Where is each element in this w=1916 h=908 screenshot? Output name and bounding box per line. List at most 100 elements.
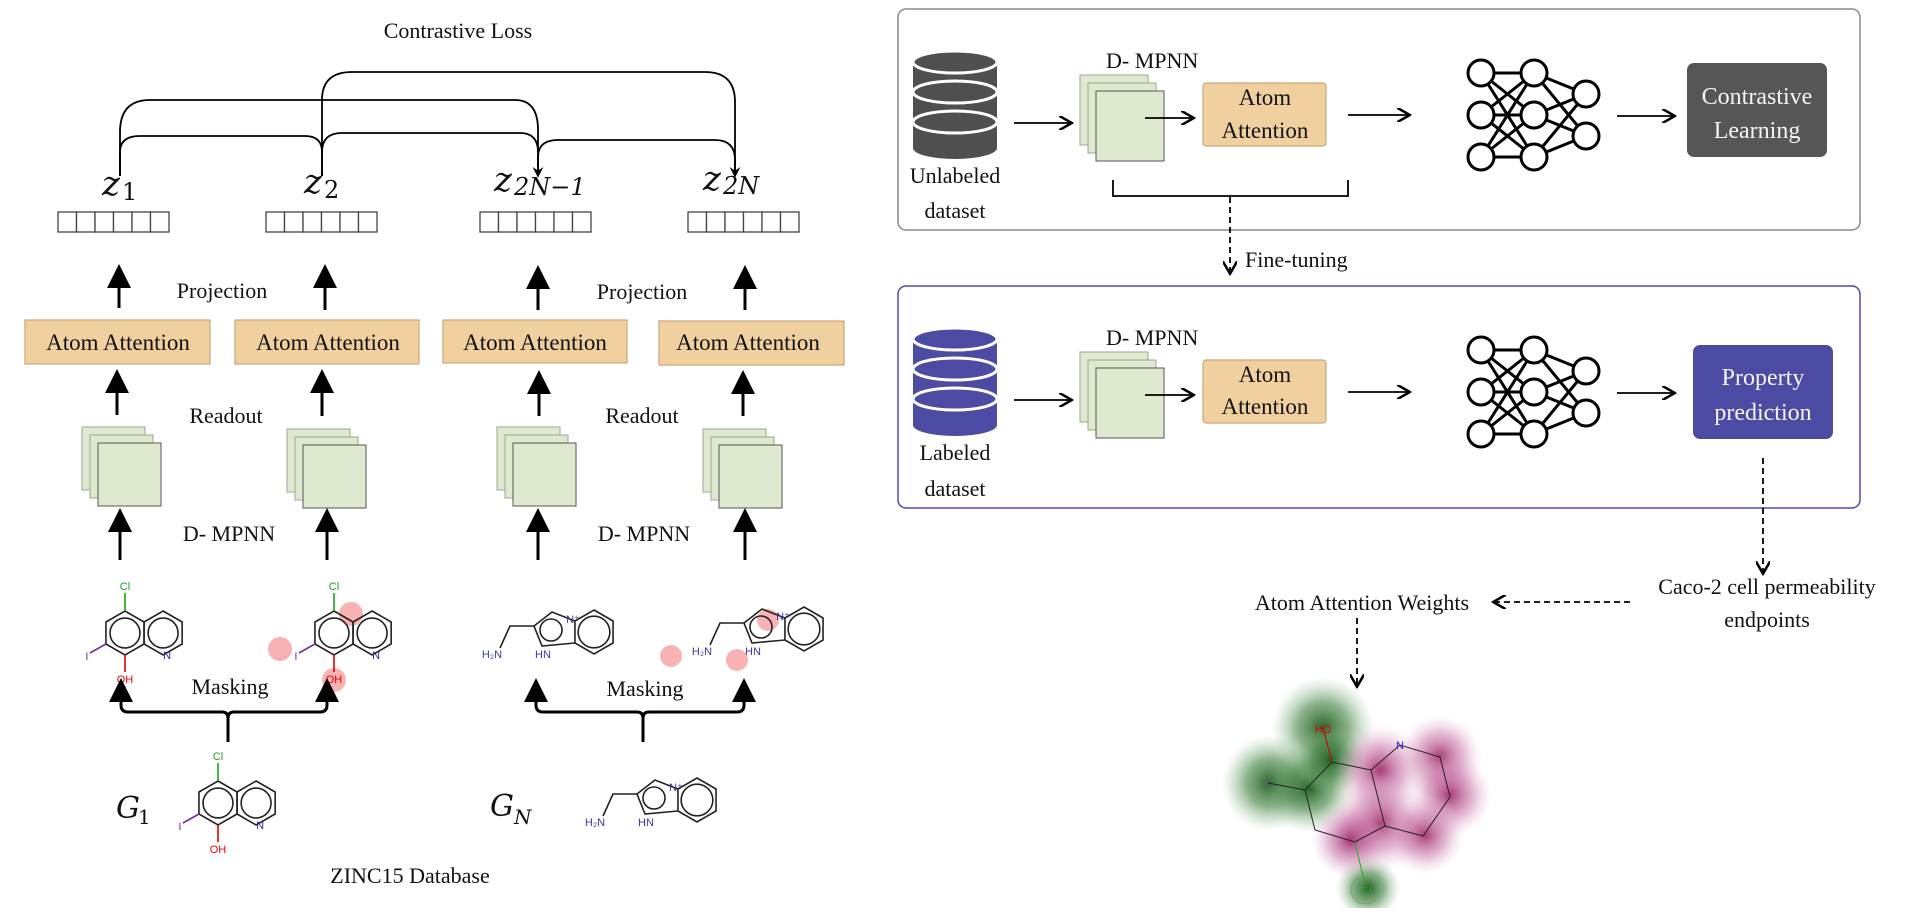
atom-attention-box: Atom Attention: [234, 319, 420, 365]
pretraining-pipeline-panel: Unlabeled dataset D- MPNN Atom Attention…: [897, 8, 1861, 231]
pyridine-ring: [143, 610, 183, 656]
atom-attention-box: Atom Attention: [1202, 359, 1327, 424]
ring-bonds: [1304, 789, 1386, 843]
embedding-z1: z 1: [101, 164, 137, 206]
masking-label: Masking: [607, 676, 684, 701]
vector-cell: [320, 211, 341, 233]
database-lid: [911, 386, 999, 412]
svg-text:2N−1: 2N−1: [513, 173, 586, 201]
aromatic-circle: [202, 787, 234, 819]
masked-atom-highlight: [660, 645, 682, 667]
svg-text:Atom Attention: Atom Attention: [463, 330, 607, 355]
svg-text:Attention: Attention: [1222, 118, 1309, 143]
nn-node: [1466, 100, 1496, 130]
svg-text:Property: Property: [1722, 365, 1805, 391]
svg-text:z: z: [493, 160, 513, 200]
aromatic-circle: [680, 783, 714, 817]
vector-cell: [149, 211, 170, 233]
readout-label: Readout: [605, 403, 678, 428]
chlorine-label: Cl: [1361, 885, 1371, 897]
dmpnn-label: D- MPNN: [1106, 325, 1198, 350]
database-lid: [911, 109, 999, 135]
hydroxyl-label: OH: [117, 674, 134, 686]
hydroxyl-label: HO: [1315, 724, 1332, 736]
endpoint-label: endpoints: [1724, 607, 1810, 632]
dmpnn-label: D- MPNN: [183, 521, 275, 546]
vector-cell: [283, 211, 304, 233]
aromatic-circle: [240, 787, 272, 819]
masked-atom-highlight: [339, 602, 363, 626]
aromatic-circle: [577, 615, 611, 649]
bond-i: [298, 643, 316, 654]
dmpnn-label: D- MPNN: [598, 521, 690, 546]
dmpnn-layer-stack: [1079, 74, 1165, 162]
layer-stack: [496, 426, 577, 507]
vector-cell: [479, 211, 500, 233]
vector-cell: [357, 211, 378, 233]
database-icon: [911, 326, 999, 436]
embedding-z2n: z 2N: [702, 159, 760, 200]
database-lid: [911, 79, 999, 105]
contrastive-loss-title: Contrastive Loss: [384, 18, 533, 43]
vector-cell: [779, 211, 800, 233]
nn-node: [1571, 356, 1601, 386]
layer: [1095, 90, 1165, 162]
vector-cell: [497, 211, 518, 233]
vector-cell: [742, 211, 763, 233]
vector-cell: [94, 211, 115, 233]
svg-text:z: z: [702, 159, 722, 199]
shared-weights-bracket: [1112, 180, 1349, 197]
nn-node: [1466, 58, 1496, 88]
nn-node: [1519, 377, 1549, 407]
svg-text:Learning: Learning: [1714, 118, 1801, 144]
aminomethyl-bond: [602, 793, 637, 817]
bond-i: [182, 813, 200, 824]
ring-bonds: [1331, 744, 1451, 837]
nn-node: [1519, 58, 1549, 88]
svg-text:Atom Attention: Atom Attention: [256, 330, 400, 355]
atom-attention-box: Atom Attention: [1202, 82, 1327, 147]
database-label: ZINC15 Database: [330, 863, 489, 888]
property-prediction-box: Property prediction: [1693, 345, 1833, 439]
embedding-vector: [687, 211, 800, 233]
database-icon: [911, 49, 999, 159]
readout-label: Readout: [189, 403, 262, 428]
n-plus-label: N⁺: [776, 611, 790, 623]
svg-text:z: z: [101, 164, 121, 204]
vector-cell: [687, 211, 708, 233]
vector-cell: [516, 211, 537, 233]
atom-attention-box: Atom Attention: [442, 319, 628, 364]
contrastive-pretraining-panel: Contrastive Loss z 1 z 2 z 2N−1 z 2N: [24, 18, 845, 888]
hydroxyl-label: OH: [326, 674, 343, 686]
aromatic-circle: [642, 786, 666, 810]
dmpnn-label: D- MPNN: [1106, 48, 1198, 73]
svg-text:Attention: Attention: [1222, 394, 1309, 419]
nn-node: [1571, 79, 1601, 109]
vector-cell: [724, 211, 745, 233]
vector-cell: [553, 211, 574, 233]
masked-atom-highlight: [757, 609, 779, 631]
embedding-vector: [265, 211, 378, 233]
aromatic-circle: [787, 612, 821, 646]
embedding-z2n-1: z 2N−1: [493, 160, 586, 201]
svg-text:z: z: [303, 162, 323, 202]
svg-text:1: 1: [138, 805, 151, 829]
embedding-vector: [479, 211, 592, 233]
bond-i: [89, 643, 107, 654]
contrastive-learning-box: Contrastive Learning: [1687, 63, 1827, 157]
masked-atom-highlight: [726, 649, 748, 671]
vector-cell: [112, 211, 133, 233]
aromatic-circle: [539, 618, 563, 642]
iodine-label: I: [178, 821, 181, 833]
aromatic-circle: [356, 617, 388, 649]
embedding-z2: z 2: [303, 162, 339, 204]
chlorine-label: Cl: [329, 581, 339, 593]
database-segment: [913, 399, 997, 436]
